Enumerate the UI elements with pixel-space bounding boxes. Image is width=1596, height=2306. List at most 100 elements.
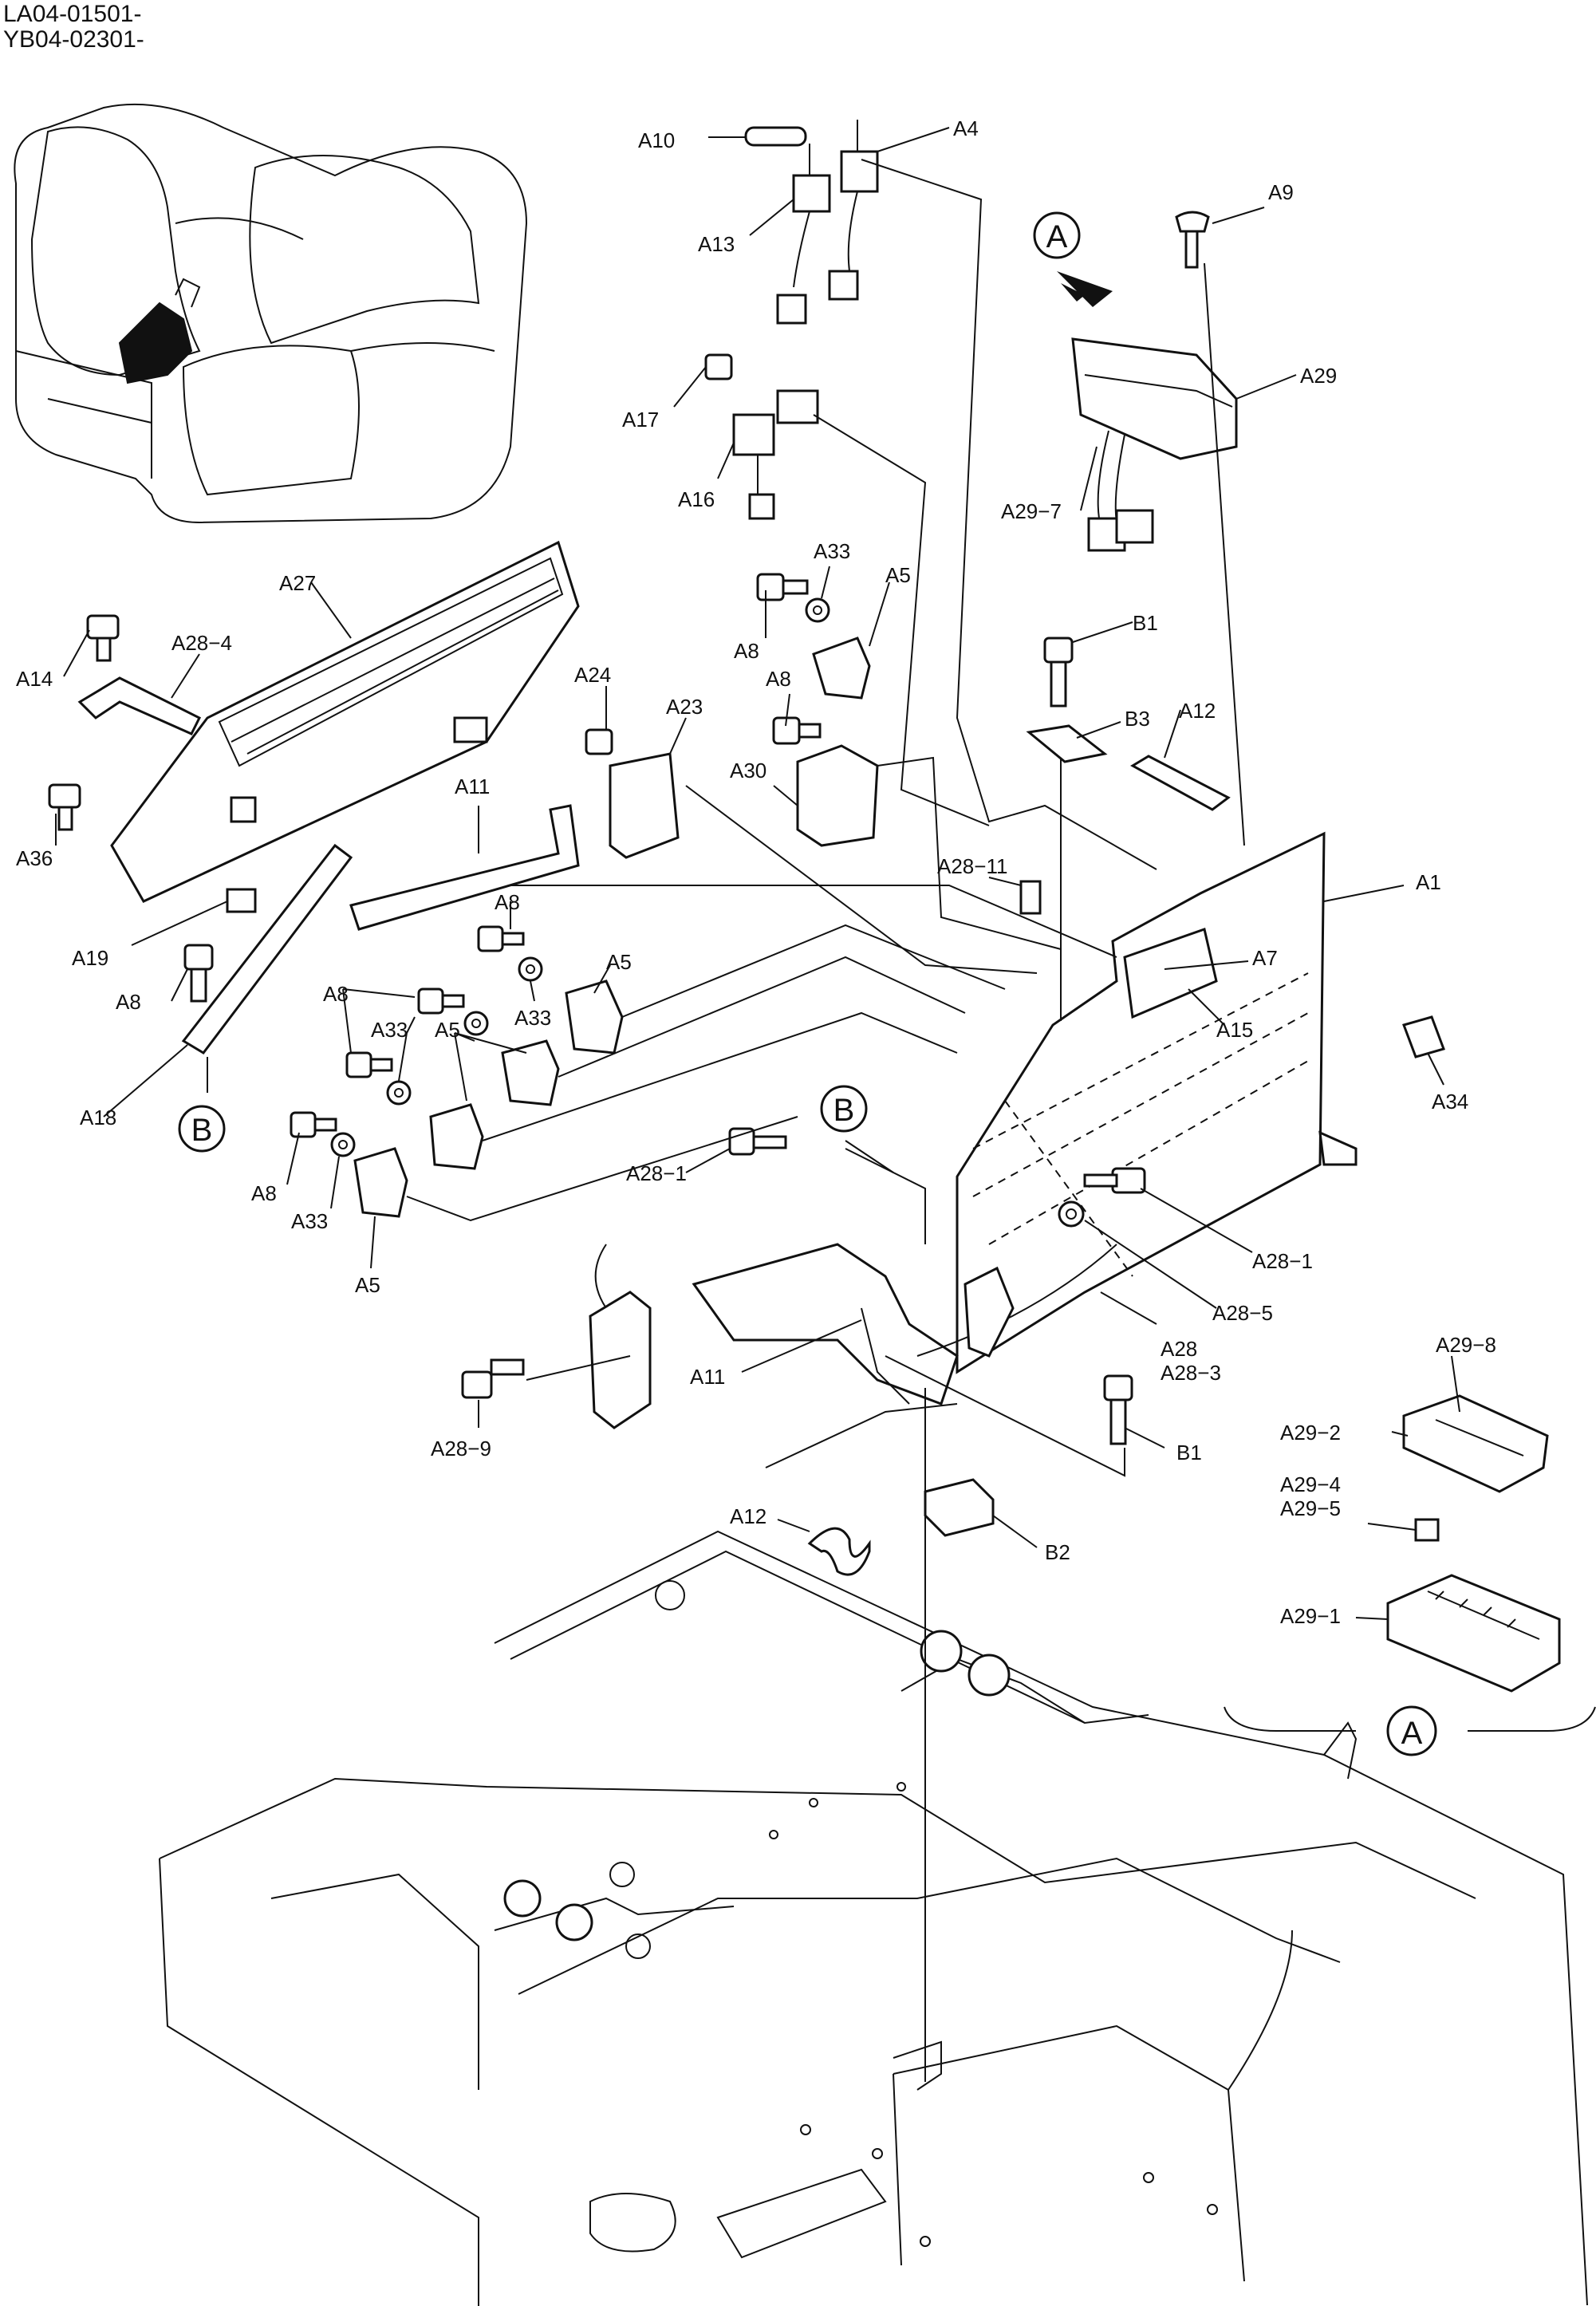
part-A23-relay	[609, 752, 680, 859]
part-A9-screw	[1175, 211, 1210, 269]
direction-arrow-icon	[1057, 271, 1113, 307]
part-A5-relay-mid2	[501, 1039, 560, 1106]
part-A33-washer-low	[330, 1132, 356, 1157]
label-A12: A12	[1179, 699, 1216, 723]
part-A15-bracket	[1123, 928, 1218, 1019]
label-A33: A33	[291, 1209, 328, 1233]
part-A24-screw	[585, 728, 613, 755]
part-A13-switch	[776, 144, 831, 325]
part-B1-bolt-bottom	[1103, 1374, 1133, 1445]
label-A28-4: A28−4	[171, 631, 232, 655]
machine-overview-illustration	[14, 103, 528, 524]
label-A28-9: A28−9	[431, 1437, 491, 1460]
label-A19: A19	[72, 946, 108, 970]
part-A14-bolt	[86, 614, 120, 662]
label-A29-2: A29−2	[1280, 1421, 1341, 1445]
part-A28-harness	[594, 1243, 1117, 1405]
part-B3-clip	[1026, 724, 1108, 763]
label-A7: A7	[1252, 946, 1278, 970]
label-A28-1: A28−1	[1252, 1249, 1313, 1273]
label-A18: A18	[80, 1106, 116, 1129]
callout-A-detail: A	[1386, 1705, 1437, 1756]
label-A29-4: A29−4	[1280, 1472, 1341, 1496]
label-A28-11: A28−11	[937, 854, 1007, 878]
part-A28-1-bolt-left	[728, 1127, 787, 1156]
serial-number-line-1: LA04-01501-	[3, 1, 142, 27]
label-A8: A8	[734, 639, 759, 663]
label-B1: B1	[1133, 611, 1158, 635]
label-A17: A17	[622, 408, 659, 432]
connection-lines	[207, 159, 1245, 2082]
part-A11-hose	[349, 804, 580, 931]
label-A28-1: A28−1	[626, 1161, 687, 1185]
label-A11: A11	[455, 775, 490, 798]
part-A33-washer-top	[805, 597, 830, 623]
label-A29: A29	[1300, 364, 1337, 388]
part-A34-clip	[1402, 1015, 1445, 1058]
part-A5-relay-mid3	[429, 1103, 484, 1170]
label-A23: A23	[666, 695, 703, 719]
label-A1: A1	[1416, 870, 1441, 894]
label-A33: A33	[371, 1018, 408, 1042]
part-A5-relay-top	[812, 637, 871, 700]
part-A10-pin	[744, 126, 807, 147]
part-A28-9-bolt	[461, 1358, 525, 1399]
part-A8-bolt-low	[290, 1111, 337, 1138]
part-B1-bolt-top	[1043, 637, 1074, 708]
part-A1-main-bracket	[956, 831, 1358, 1374]
label-A11: A11	[690, 1365, 725, 1389]
label-A5: A5	[355, 1273, 380, 1297]
label-A5: A5	[435, 1018, 460, 1042]
part-B2-block	[924, 1478, 995, 1537]
label-A8: A8	[766, 667, 791, 691]
part-A33-washer-cluster1	[463, 1011, 489, 1036]
label-B1: B1	[1176, 1441, 1202, 1464]
part-A8-bolt-top1	[756, 573, 809, 601]
part-A8-bolt-left	[183, 944, 214, 1003]
part-A33-washer-cluster2	[386, 1080, 412, 1106]
part-A28-1-bolt-right	[1083, 1167, 1146, 1194]
label-A8: A8	[251, 1181, 277, 1205]
part-A12-tube-top	[1129, 755, 1231, 811]
label-A10: A10	[638, 128, 675, 152]
detail-A-bracket-line	[1224, 1706, 1596, 1732]
part-A28-11-clip	[1019, 880, 1042, 915]
part-A33-washer-mid	[518, 956, 543, 982]
part-A30-module	[796, 744, 879, 847]
label-A29-7: A29−7	[1001, 499, 1062, 523]
part-A27-heater-core	[110, 540, 580, 903]
label-A29-8: A29−8	[1436, 1333, 1496, 1357]
part-A28-9-module	[589, 1291, 652, 1429]
label-A33: A33	[814, 539, 850, 563]
svg-text:B: B	[191, 1113, 213, 1148]
label-A9: A9	[1268, 180, 1294, 204]
label-A28: A28	[1161, 1337, 1197, 1361]
part-A36-bolt	[48, 783, 81, 831]
serial-number-line-2: YB04-02301-	[3, 26, 144, 53]
label-A33: A33	[514, 1006, 551, 1030]
part-A29-fuse-box	[1071, 337, 1238, 552]
part-A29-4-fuse	[1414, 1518, 1440, 1542]
label-A28-5: A28−5	[1212, 1301, 1273, 1325]
label-A24: A24	[574, 663, 611, 687]
label-A8: A8	[323, 982, 349, 1006]
part-A12-tube-bottom	[807, 1527, 871, 1576]
svg-text:A: A	[1046, 219, 1068, 254]
part-A5-relay-low	[353, 1147, 408, 1218]
label-A8: A8	[116, 990, 141, 1014]
svg-text:A: A	[1401, 1716, 1423, 1751]
label-A5: A5	[885, 563, 911, 587]
label-A13: A13	[698, 232, 735, 256]
label-A4: A4	[953, 116, 979, 140]
part-A4-switch	[828, 120, 879, 301]
leader-lines	[55, 127, 1460, 1620]
label-B3: B3	[1125, 707, 1150, 731]
callout-B-center: B	[820, 1085, 868, 1133]
part-A8-bolt-top2	[772, 716, 822, 745]
label-A5: A5	[606, 950, 632, 974]
label-A34: A34	[1432, 1090, 1468, 1114]
label-A14: A14	[16, 667, 53, 691]
part-A28-5-washer	[1058, 1200, 1085, 1228]
part-A8-bolt-mid	[477, 925, 525, 952]
